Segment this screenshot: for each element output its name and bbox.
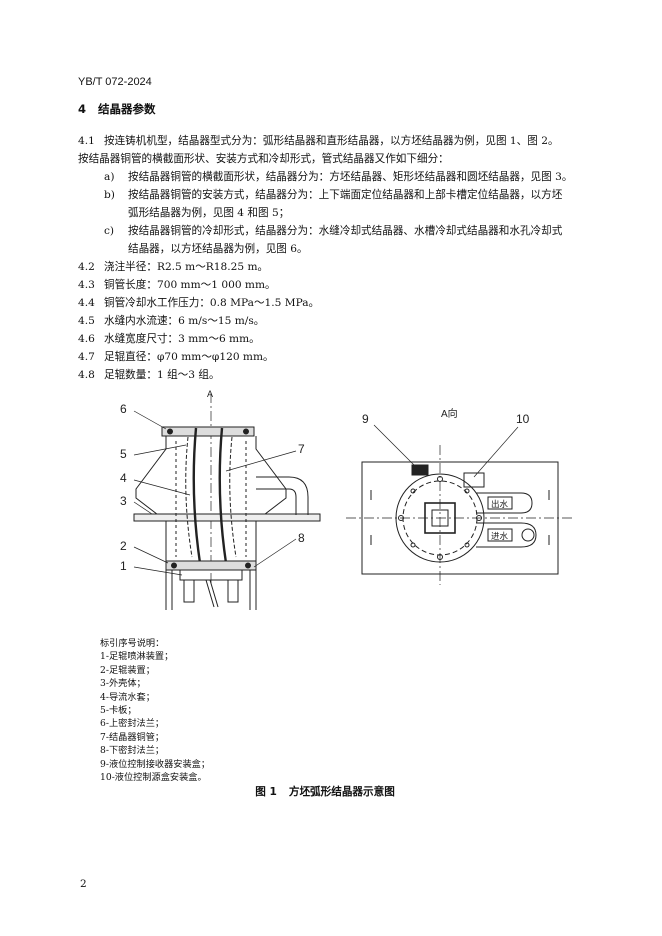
list-text: 弧形结晶器为例，见图 4 和图 5； [128, 207, 290, 219]
clause-text: 浇注半径：R2.5 m～R18.25 m。 [104, 261, 269, 273]
list-text: 按结晶器铜管的冷却形式，结晶器分为：水缝冷却式结晶器、水槽冷却式结晶器和水孔冷却… [128, 225, 563, 237]
water-in-label: 进水 [491, 531, 509, 541]
clause-text: 铜管长度：700 mm～1 000 mm。 [104, 279, 276, 291]
label-8: 8 [298, 531, 305, 545]
clause-text: 按结晶器铜管的横截面形状、安装方式和冷却形式，管式结晶器又作如下细分： [78, 153, 449, 165]
legend-item: 3-外壳体； [100, 678, 146, 690]
legend-item: 5-卡板； [100, 705, 137, 717]
water-out-label: 出水 [491, 499, 509, 509]
label-4: 4 [120, 471, 127, 485]
legend-item: 4-导流水套； [100, 691, 155, 703]
clause-number: 4.8 [78, 369, 95, 381]
list-label: c) [104, 225, 115, 237]
page-number: 2 [80, 878, 87, 890]
mold-figure: A [120, 389, 574, 610]
label-9: 9 [362, 412, 369, 426]
label-1: 1 [120, 559, 127, 573]
legend-title: 标引序号说明： [100, 638, 165, 649]
figure-caption: 图 1 方坯弧形结晶器示意图 [0, 784, 662, 799]
clause-text: 按连铸机机型，结晶器型式分为：弧形结晶器和直形结晶器，以方坯结晶器为例，见图 1… [104, 135, 559, 147]
list-item-b-cont: 弧形结晶器为例，见图 4 和图 5； [128, 204, 289, 222]
clause-text: 水缝内水流速：6 m/s～15 m/s。 [104, 315, 265, 327]
label-10: 10 [516, 412, 530, 426]
clause-number: 4.1 [78, 135, 95, 147]
label-2: 2 [120, 539, 127, 553]
para-4-6: 4.6 水缝宽度尺寸：3 mm～6 mm。 [78, 330, 260, 348]
legend-item: 2-足辊装置； [100, 664, 155, 676]
clause-number: 4.6 [78, 333, 95, 345]
clause-text: 足辊数量：1 组～3 组。 [104, 369, 220, 381]
clause-number: 4.5 [78, 315, 95, 327]
label-6: 6 [120, 402, 127, 416]
para-4-1-cont: 按结晶器铜管的横截面形状、安装方式和冷却形式，管式结晶器又作如下细分： [78, 150, 449, 168]
legend-item: 7-结晶器铜管； [100, 731, 165, 743]
list-item-c: c) 按结晶器铜管的冷却形式，结晶器分为：水缝冷却式结晶器、水槽冷却式结晶器和水孔… [104, 222, 562, 240]
side-section-view: A [120, 389, 321, 610]
para-4-8: 4.8 足辊数量：1 组～3 组。 [78, 366, 220, 384]
list-label: b) [104, 189, 115, 201]
label-3: 3 [120, 494, 127, 508]
para-4-4: 4.4 铜管冷却水工作压力：0.8 MPa～1.5 MPa。 [78, 294, 319, 312]
clause-number: 4.2 [78, 261, 95, 273]
section-heading: 4 结晶器参数 [78, 101, 168, 117]
list-text: 结晶器，以方坯结晶器为例，见图 6。 [128, 243, 308, 255]
legend-item: 10-液位控制源盒安装盒。 [100, 772, 207, 784]
a-direction-view: A向 出水 进水 [346, 407, 574, 585]
section-title: 结晶器参数 [98, 102, 156, 116]
para-4-1: 4.1 按连铸机机型，结晶器型式分为：弧形结晶器和直形结晶器，以方坯结晶器为例，见… [78, 132, 559, 150]
para-4-7: 4.7 足辊直径：φ70 mm～φ120 mm。 [78, 348, 274, 366]
list-item-c-cont: 结晶器，以方坯结晶器为例，见图 6。 [128, 240, 308, 258]
list-item-b: b) 按结晶器铜管的安装方式，结晶器分为：上下端面定位结晶器和上部卡槽定位结晶器，… [104, 186, 562, 204]
clause-number: 4.3 [78, 279, 95, 291]
view-title: A向 [441, 407, 458, 420]
section-mark-a: A [207, 389, 213, 399]
label-7: 7 [298, 442, 305, 456]
clause-text: 水缝宽度尺寸：3 mm～6 mm。 [104, 333, 260, 345]
para-4-5: 4.5 水缝内水流速：6 m/s～15 m/s。 [78, 312, 264, 330]
legend-item: 9-液位控制接收器安装盒； [100, 758, 211, 770]
clause-number: 4.4 [78, 297, 95, 309]
clause-number: 4.7 [78, 351, 95, 363]
list-item-a: a) 按结晶器铜管的横截面形状，结晶器分为：方坯结晶器、矩形坯结晶器和圆坯结晶器，… [104, 168, 572, 186]
para-4-3: 4.3 铜管长度：700 mm～1 000 mm。 [78, 276, 276, 294]
para-4-2: 4.2 浇注半径：R2.5 m～R18.25 m。 [78, 258, 268, 276]
legend-item: 6-上密封法兰； [100, 718, 165, 730]
figure-legend: 标引序号说明： 1-足辊喷淋装置； 2-足辊装置； 3-外壳体； 4-导流水套；… [100, 637, 210, 784]
list-text: 按结晶器铜管的安装方式，结晶器分为：上下端面定位结晶器和上部卡槽定位结晶器，以方… [128, 189, 563, 201]
clause-text: 足辊直径：φ70 mm～φ120 mm。 [104, 351, 274, 363]
figure-number: 图 1 [255, 786, 277, 798]
legend-item: 1-足辊喷淋装置； [100, 651, 174, 663]
list-label: a) [104, 171, 115, 183]
figure-title: 方坯弧形结晶器示意图 [288, 786, 395, 798]
clause-text: 铜管冷却水工作压力：0.8 MPa～1.5 MPa。 [104, 297, 320, 309]
list-text: 按结晶器铜管的横截面形状，结晶器分为：方坯结晶器、矩形坯结晶器和圆坯结晶器，见图… [128, 171, 573, 183]
section-number: 4 [78, 102, 87, 116]
label-5: 5 [120, 447, 127, 461]
document-code: YB/T 072-2024 [78, 76, 152, 88]
legend-item: 8-下密封法兰； [100, 745, 165, 757]
